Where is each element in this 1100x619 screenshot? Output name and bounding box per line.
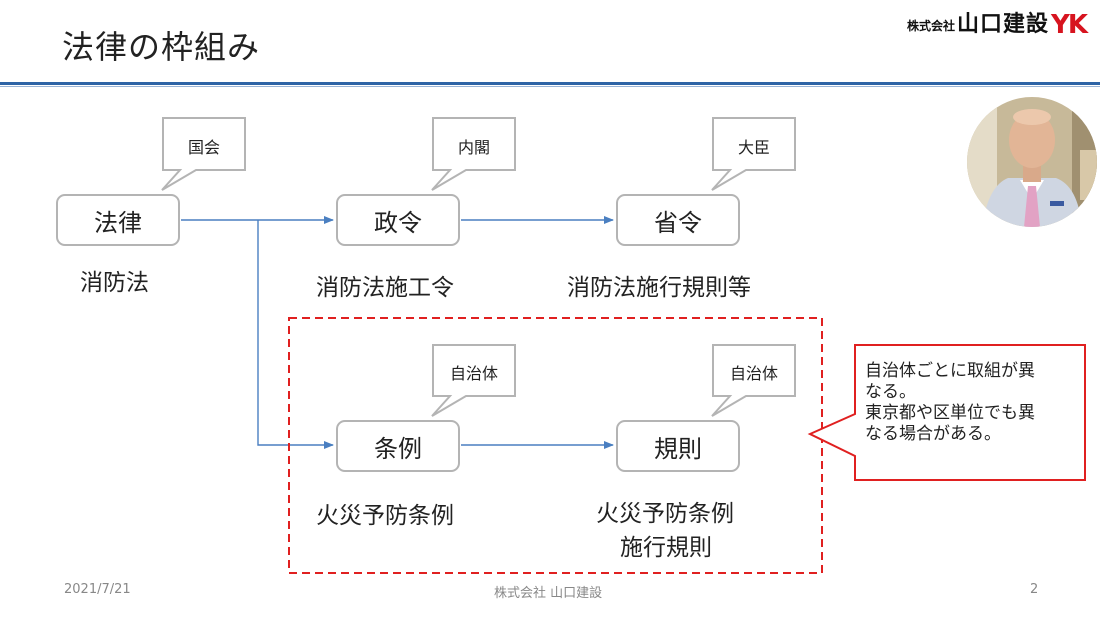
note-line-2: なる。: [865, 382, 916, 402]
caption-jorei: 火災予防条例: [316, 503, 454, 529]
presenter-video-thumbnail: [967, 97, 1097, 227]
footer-date: 2021/7/21: [64, 582, 131, 597]
logo-name: 山口建設: [957, 12, 1050, 37]
note-line-4: なる場合がある。: [865, 424, 1001, 444]
bubble-label-naikaku: 内閣: [457, 138, 490, 157]
logo-mark: YK: [1051, 10, 1088, 40]
header-rule: [0, 82, 1100, 85]
local-government-frame: [288, 317, 823, 574]
note-text: 自治体ごとに取組が異 なる。 東京都や区単位でも異 なる場合がある。: [865, 361, 1080, 445]
caption-seirei: 消防法施工令: [316, 275, 454, 301]
bubble-label-jichitai-2: 自治体: [729, 364, 778, 383]
bubble-jichitai-2: [711, 344, 796, 417]
bubble-label-kokkai: 国会: [187, 138, 220, 157]
note-line-1: 自治体ごとに取組が異: [865, 361, 1035, 381]
caption-kisoku-line2: 施行規則: [620, 535, 712, 561]
node-shorei: 省令: [616, 194, 740, 246]
arrow-horitsu-jorei: [257, 220, 334, 449]
bubble-daijin: [711, 117, 796, 191]
caption-horitsu: 消防法: [80, 270, 149, 296]
caption-kisoku-line1: 火災予防条例: [596, 501, 734, 527]
footer-company: 株式会社 山口建設: [494, 586, 603, 601]
node-kisoku: 規則: [616, 420, 740, 472]
slide-title: 法律の枠組み: [62, 28, 261, 66]
bubble-naikaku: [431, 117, 516, 191]
logo-prefix: 株式会社: [906, 19, 955, 33]
bubble-label-jichitai-1: 自治体: [449, 364, 498, 383]
node-jorei: 条例: [336, 420, 460, 472]
header-rule-thin: [0, 86, 1100, 87]
bubble-label-daijin: 大臣: [737, 138, 770, 157]
company-logo: 株式会社 山口建設 YK: [906, 6, 1088, 40]
note-callout: [807, 344, 1086, 481]
node-horitsu: 法律: [56, 194, 180, 246]
footer-page-number: 2: [1030, 582, 1039, 597]
bubble-kokkai: [161, 117, 246, 191]
node-seirei: 政令: [336, 194, 460, 246]
note-line-3: 東京都や区単位でも異: [865, 403, 1035, 423]
caption-shorei: 消防法施行規則等: [567, 275, 751, 301]
bubble-jichitai-1: [431, 344, 516, 417]
